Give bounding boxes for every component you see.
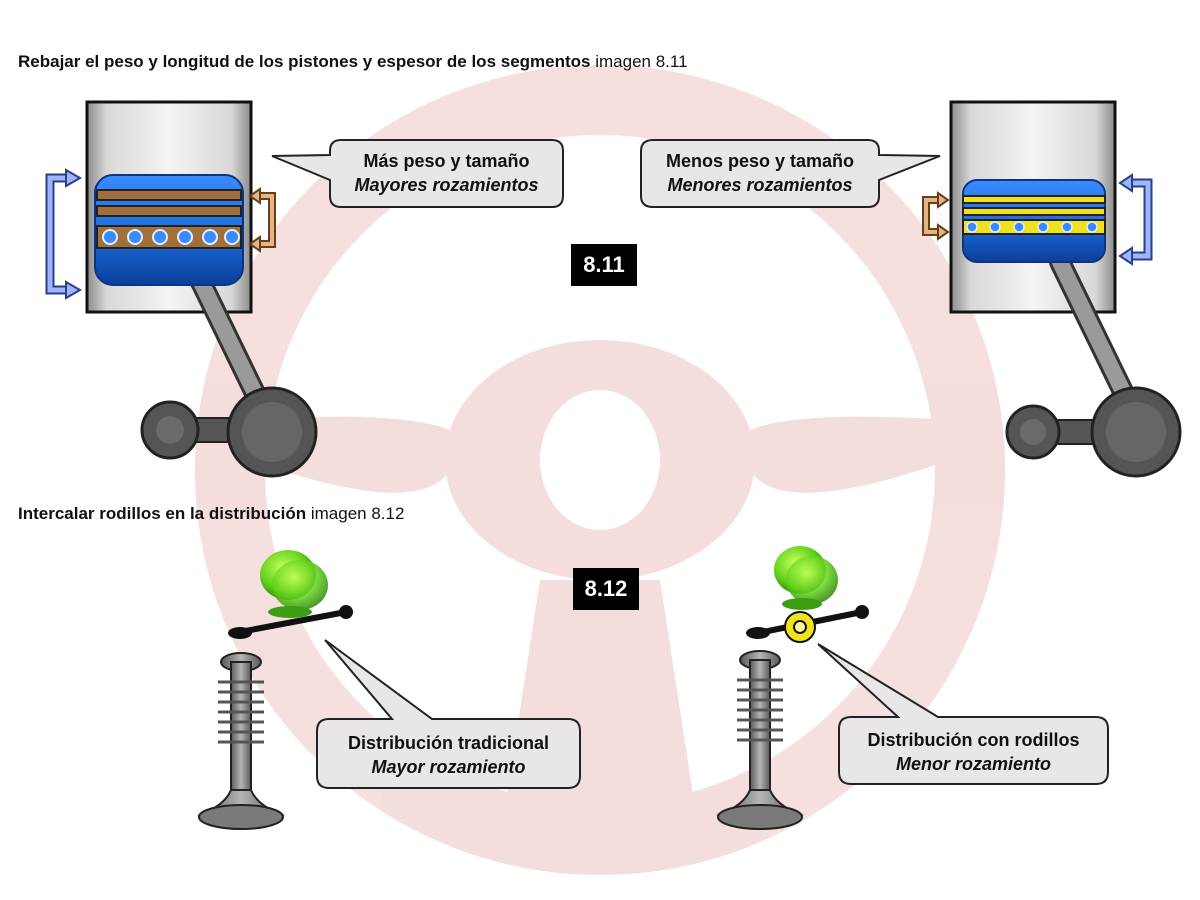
heading-piston-bold: Rebajar el peso y longitud de los piston…	[18, 52, 591, 71]
heading-piston-ref: imagen 8.11	[590, 52, 688, 71]
callout-rollers: Distribución con rodillos Menor rozamien…	[839, 728, 1108, 776]
callout-heavy-piston: Más peso y tamaño Mayores rozamientos	[330, 149, 563, 197]
callout-light-piston-line2: Menores rozamientos	[667, 175, 853, 195]
callout-light-piston-line1: Menos peso y tamaño	[665, 151, 855, 171]
roller-valve-train	[716, 546, 869, 830]
callout-traditional-line2: Mayor rozamiento	[371, 757, 526, 777]
heading-piston-section: Rebajar el peso y longitud de los piston…	[18, 52, 688, 72]
callout-rollers-shape	[817, 643, 1109, 785]
callout-heavy-piston-line2: Mayores rozamientos	[354, 175, 539, 195]
heading-roller-bold: Intercalar rodillos en la distribución	[18, 504, 307, 523]
callout-light-piston-shape	[640, 139, 941, 208]
callout-heavy-piston-line1: Más peso y tamaño	[363, 151, 530, 171]
figure-tag-8-11: 8.11	[571, 244, 637, 286]
callout-light-piston: Menos peso y tamaño Menores rozamientos	[641, 149, 879, 197]
heading-roller-section: Intercalar rodillos en la distribución i…	[18, 504, 404, 524]
figure-tag-8-12: 8.12	[573, 568, 639, 610]
heading-roller-ref: imagen 8.12	[306, 504, 405, 523]
heavy-piston-assembly	[45, 100, 318, 478]
callout-rollers-line1: Distribución con rodillos	[867, 730, 1080, 750]
callout-traditional: Distribución tradicional Mayor rozamient…	[317, 731, 580, 779]
traditional-valve-train	[197, 550, 353, 830]
callout-heavy-piston-shape	[271, 139, 564, 208]
callout-rollers-line2: Menor rozamiento	[895, 754, 1051, 774]
callout-traditional-line1: Distribución tradicional	[347, 733, 550, 753]
light-piston-assembly	[922, 100, 1182, 478]
callout-traditional-shape	[316, 639, 581, 789]
